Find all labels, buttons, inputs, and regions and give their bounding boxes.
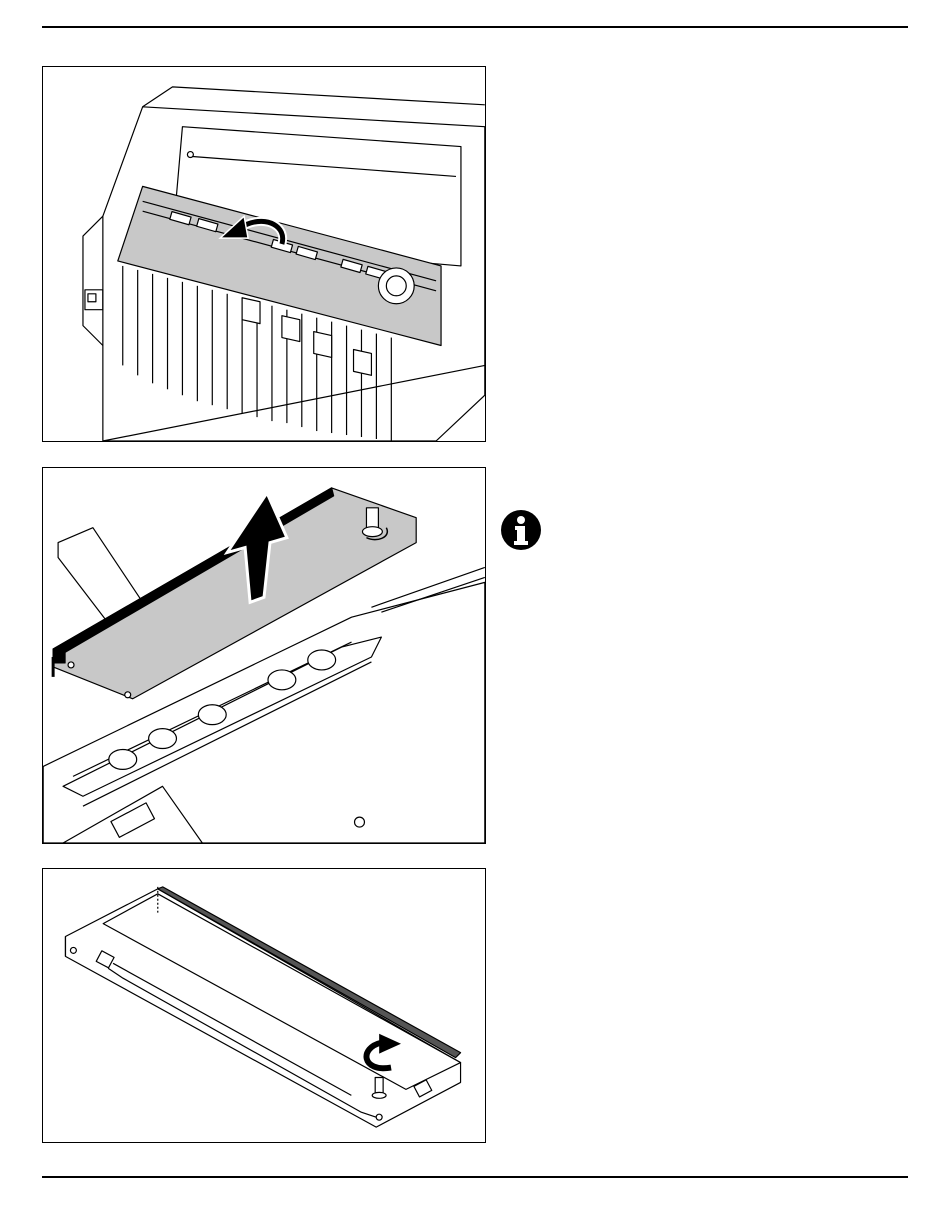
illustration-printer-open: [43, 67, 485, 441]
figure-ribbon-cassette-tension: [42, 868, 486, 1143]
illustration-tension-cassette: [43, 869, 485, 1142]
header-rule: [42, 26, 908, 28]
footer-rule: [42, 1176, 908, 1178]
figure-open-printer: [42, 66, 486, 442]
figure-remove-ribbon-cassette: [42, 467, 486, 844]
illustration-remove-cassette: [43, 468, 485, 843]
info-icon: [500, 509, 542, 551]
